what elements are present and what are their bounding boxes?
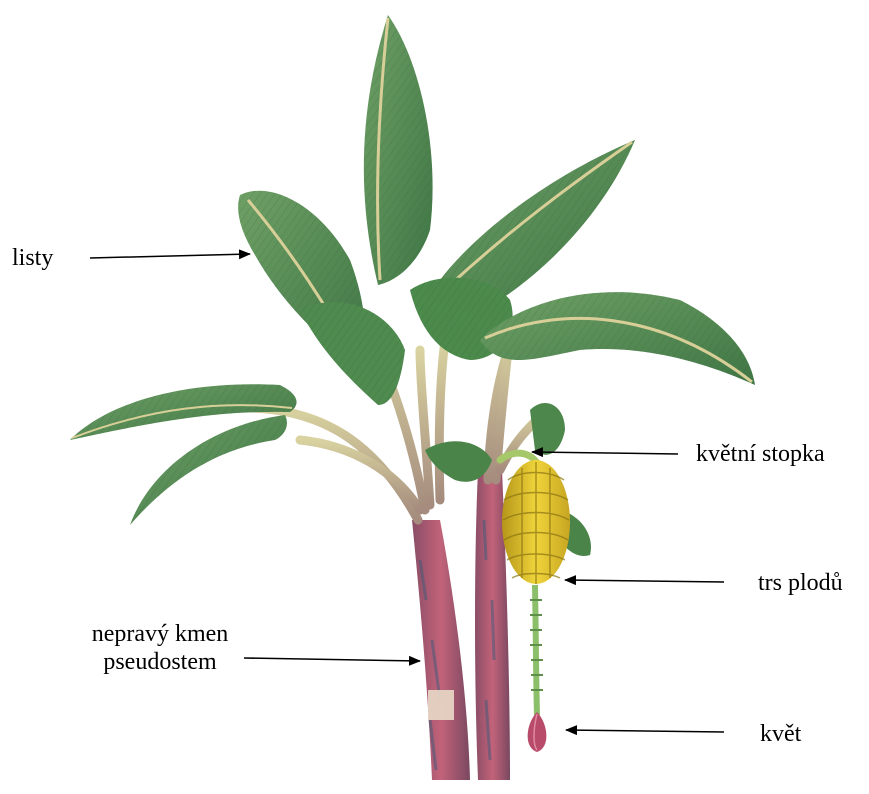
label-false-stem-line2: pseudostem bbox=[60, 648, 260, 676]
label-leaves: listy bbox=[12, 244, 53, 272]
label-flower: květ bbox=[760, 720, 801, 748]
arrow-leaves bbox=[90, 254, 250, 258]
label-false-stem: nepravý kmen pseudostem bbox=[60, 620, 260, 676]
label-flower-stalk: květní stopka bbox=[696, 440, 825, 468]
arrow-flower bbox=[566, 730, 724, 732]
arrow-fruit-bunch bbox=[565, 580, 724, 582]
arrow-flower-stalk bbox=[532, 452, 678, 454]
label-fruit-bunch: trs plodů bbox=[758, 569, 843, 597]
arrow-false-stem bbox=[244, 658, 420, 661]
label-false-stem-line1: nepravý kmen bbox=[60, 620, 260, 648]
